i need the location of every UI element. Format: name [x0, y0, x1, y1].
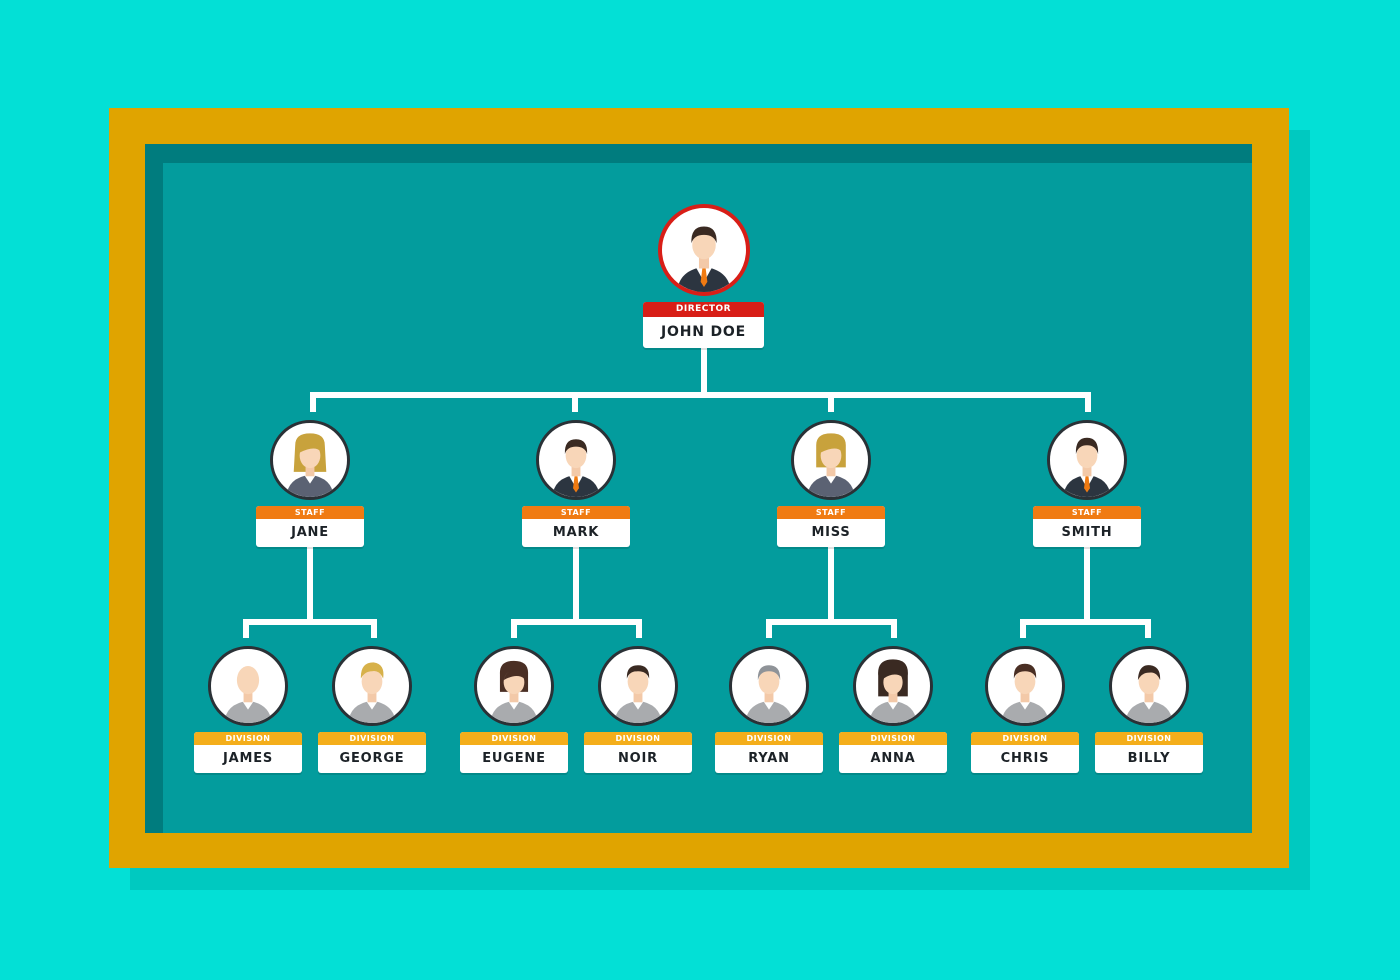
division-card-chris: DIVISION CHRIS [971, 732, 1079, 773]
division-card-eugene: DIVISION EUGENE [460, 732, 568, 773]
male-avatar-icon [1001, 663, 1049, 723]
female-avatar-icon [490, 660, 538, 723]
division-name-james: JAMES [222, 751, 274, 766]
division-role-label: DIVISION [715, 732, 823, 745]
staff-role-label: STAFF [1033, 506, 1141, 519]
staff-avatar-miss [791, 420, 871, 500]
division-role-label: DIVISION [318, 732, 426, 745]
director-avatar [658, 204, 750, 296]
division-name-billy: BILLY [1127, 751, 1171, 766]
male-avatar-icon [677, 226, 731, 292]
staff-card-miss: STAFF MISS [777, 506, 885, 547]
division-role-label: DIVISION [1095, 732, 1203, 745]
staff-avatar-jane [270, 420, 350, 500]
division-avatar-chris [985, 646, 1065, 726]
staff-role-label: STAFF [522, 506, 630, 519]
male-avatar-icon [552, 439, 600, 497]
division-card-george: DIVISION GEORGE [318, 732, 426, 773]
division-role-label: DIVISION [584, 732, 692, 745]
division-avatar-anna [853, 646, 933, 726]
division-avatar-eugene [474, 646, 554, 726]
staff-name-mark: MARK [552, 525, 600, 540]
division-avatar-billy [1109, 646, 1189, 726]
staff-card-mark: STAFF MARK [522, 506, 630, 547]
staff-avatar-mark [536, 420, 616, 500]
female-avatar-icon [807, 433, 855, 497]
female-avatar-icon [286, 433, 334, 497]
director-card: DIRECTOR JOHN DOE [643, 302, 764, 348]
division-name-ryan: RYAN [748, 751, 790, 766]
bald-male-avatar-icon [224, 666, 272, 723]
staff-avatar-smith [1047, 420, 1127, 500]
division-name-eugene: EUGENE [482, 751, 546, 766]
staff-role-label: STAFF [256, 506, 364, 519]
director-name: JOHN DOE [661, 324, 746, 340]
staff-name-miss: MISS [811, 525, 851, 540]
division-card-james: DIVISION JAMES [194, 732, 302, 773]
division-card-anna: DIVISION ANNA [839, 732, 947, 773]
division-avatar-george [332, 646, 412, 726]
division-name-george: GEORGE [339, 751, 405, 766]
female-avatar-icon [869, 659, 917, 723]
staff-name-smith: SMITH [1061, 525, 1113, 540]
director-role-label: DIRECTOR [643, 302, 764, 317]
blond-male-avatar-icon [348, 662, 396, 723]
division-name-chris: CHRIS [1000, 751, 1050, 766]
division-name-noir: NOIR [618, 751, 658, 766]
division-avatar-ryan [729, 646, 809, 726]
division-card-ryan: DIVISION RYAN [715, 732, 823, 773]
division-role-label: DIVISION [194, 732, 302, 745]
division-role-label: DIVISION [971, 732, 1079, 745]
male-avatar-icon [1063, 437, 1111, 497]
staff-role-label: STAFF [777, 506, 885, 519]
division-role-label: DIVISION [460, 732, 568, 745]
division-card-noir: DIVISION NOIR [584, 732, 692, 773]
staff-card-jane: STAFF JANE [256, 506, 364, 547]
division-avatar-noir [598, 646, 678, 726]
division-card-billy: DIVISION BILLY [1095, 732, 1203, 773]
division-role-label: DIVISION [839, 732, 947, 745]
male-avatar-icon [614, 665, 662, 723]
division-name-anna: ANNA [870, 751, 916, 766]
grey-hair-male-avatar-icon [745, 665, 793, 723]
male-avatar-icon [1125, 665, 1173, 723]
staff-name-jane: JANE [291, 525, 329, 540]
division-avatar-james [208, 646, 288, 726]
staff-card-smith: STAFF SMITH [1033, 506, 1141, 547]
